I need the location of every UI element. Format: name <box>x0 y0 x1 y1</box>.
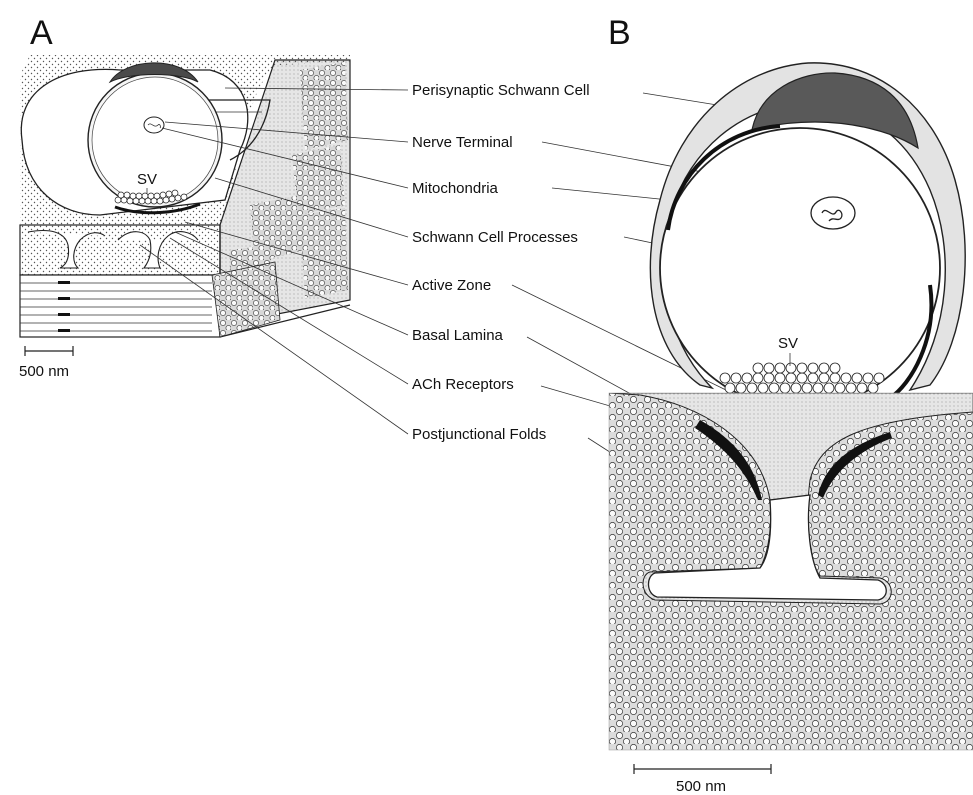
sv-label-b: SV <box>778 335 798 352</box>
panel-b-drawing: SV 500 nm <box>609 63 973 795</box>
label-nerve-terminal: Nerve Terminal <box>412 134 513 151</box>
label-active-zone: Active Zone <box>412 277 491 294</box>
panel-label-b: B <box>608 14 631 52</box>
scale-label-a: 500 nm <box>19 363 69 380</box>
panel-a-drawing: SV <box>19 55 350 380</box>
scale-bar-b: 500 nm <box>634 764 771 795</box>
label-list: Perisynaptic Schwann Cell Nerve Terminal… <box>412 82 590 443</box>
label-ach-receptors: ACh Receptors <box>412 376 514 393</box>
scale-bar-a: 500 nm <box>19 346 73 380</box>
label-mitochondria: Mitochondria <box>412 180 499 197</box>
label-postjunctional-folds: Postjunctional Folds <box>412 426 546 443</box>
sv-label-a: SV <box>137 171 157 188</box>
label-basal-lamina: Basal Lamina <box>412 327 504 344</box>
label-schwann-cell-processes: Schwann Cell Processes <box>412 229 578 246</box>
scale-label-b: 500 nm <box>676 778 726 795</box>
panel-label-a: A <box>30 14 53 52</box>
label-perisynaptic-schwann-cell: Perisynaptic Schwann Cell <box>412 82 590 99</box>
